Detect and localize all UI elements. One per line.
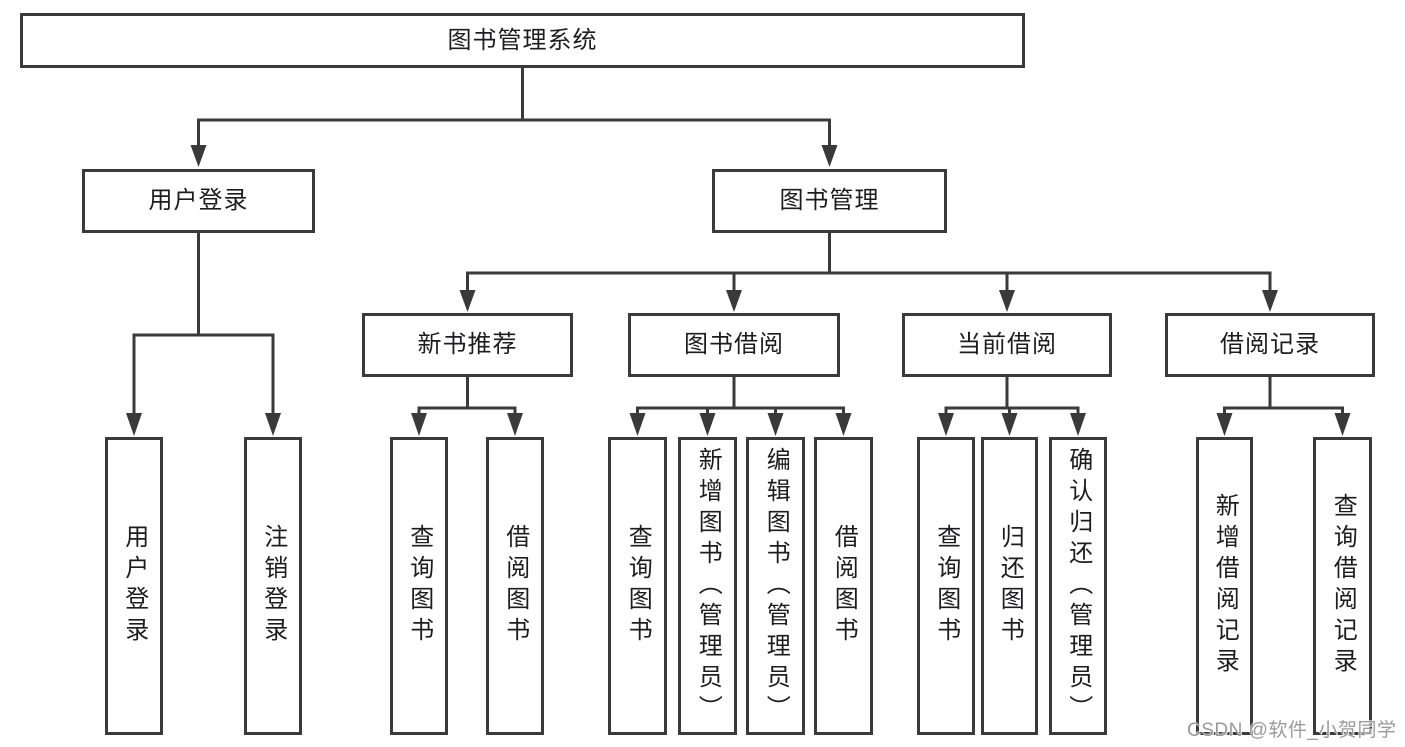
arrowhead <box>126 413 142 436</box>
arrowhead <box>938 413 954 436</box>
arrowhead <box>726 290 742 312</box>
leaf-user-login: 用户登录 <box>105 437 163 735</box>
leaf-edit-books-admin: 编辑图书（管理员） <box>746 437 805 735</box>
arrowhead <box>1070 413 1086 436</box>
leaf-confirm-return-admin: 确认归还（管理员） <box>1049 437 1107 735</box>
node-new-book-recommend: 新书推荐 <box>362 313 573 377</box>
arrowhead <box>821 145 838 167</box>
arrowhead <box>1262 290 1278 312</box>
leaf-return-books: 归还图书 <box>981 437 1038 735</box>
leaf-query-books-borrowing: 查询图书 <box>608 437 667 735</box>
arrowhead <box>999 290 1015 312</box>
leaf-query-books-recommend: 查询图书 <box>390 437 448 735</box>
node-book-management: 图书管理 <box>712 169 947 233</box>
arrowhead <box>459 290 476 312</box>
tree-edges <box>132 68 1344 414</box>
arrowhead <box>411 413 427 436</box>
arrowhead <box>1334 413 1351 436</box>
leaf-add-books-admin: 新增图书（管理员） <box>678 437 737 735</box>
arrowhead <box>507 413 523 436</box>
arrowhead <box>629 413 646 436</box>
node-current-borrowing: 当前借阅 <box>902 313 1112 377</box>
arrowhead <box>767 413 784 436</box>
leaf-query-books-current: 查询图书 <box>917 437 975 735</box>
arrowhead <box>1216 413 1233 436</box>
leaf-add-borrow-record: 新增借阅记录 <box>1196 437 1253 735</box>
node-user-login: 用户登录 <box>82 169 315 233</box>
arrowhead <box>835 413 852 436</box>
leaf-borrow-books-recommend: 借阅图书 <box>486 437 544 735</box>
node-book-borrowing: 图书借阅 <box>628 313 840 377</box>
node-library-system: 图书管理系统 <box>20 13 1025 68</box>
leaf-query-borrow-record: 查询借阅记录 <box>1313 437 1372 735</box>
arrowheads <box>126 145 1351 436</box>
leaf-logout: 注销登录 <box>244 437 302 735</box>
csdn-watermark: CSDN @软件_小贺同学 <box>1187 720 1397 741</box>
arrowhead <box>699 413 716 436</box>
arrowhead <box>265 413 281 436</box>
leaf-borrow-books-borrowing: 借阅图书 <box>814 437 873 735</box>
arrowhead <box>1001 413 1018 436</box>
node-borrowing-records: 借阅记录 <box>1165 313 1375 377</box>
arrowhead <box>190 145 207 167</box>
